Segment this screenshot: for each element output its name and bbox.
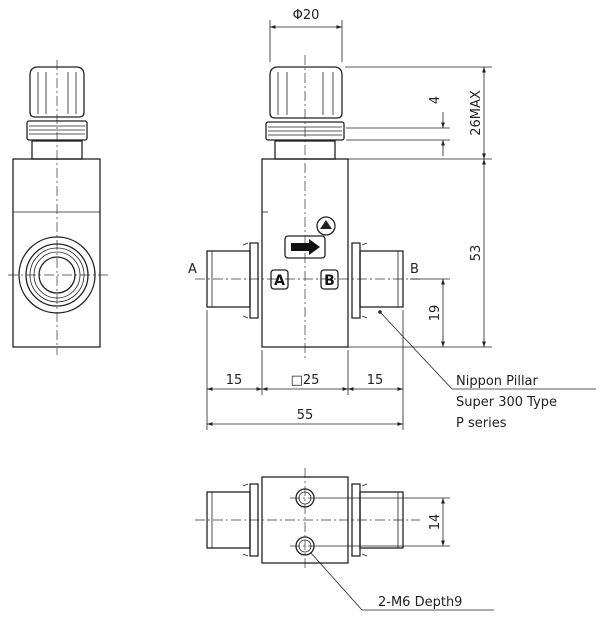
port-b-label: B <box>410 262 419 277</box>
front-view-body <box>261 158 349 348</box>
right-fitting-nut <box>351 242 361 319</box>
side-view-body <box>12 158 101 348</box>
port-b-box <box>320 269 339 290</box>
front-view-knob <box>269 66 343 119</box>
side-view-port-outer <box>18 236 96 314</box>
height-19-dimension: 19 <box>428 305 443 322</box>
port-a-box-label: A <box>274 273 285 289</box>
side-view-knurled-collar <box>26 120 88 141</box>
width-15-right-dimension: 15 <box>367 373 384 388</box>
tap-leader-line <box>310 552 363 611</box>
flow-arrow-icon <box>291 239 320 255</box>
fitting-note-line1: Nippon Pillar <box>456 374 539 389</box>
side-view <box>8 60 108 355</box>
brand-logo <box>316 216 336 236</box>
port-b-box-label: B <box>324 273 335 289</box>
side-view-knob <box>29 66 85 118</box>
fitting-note: Nippon Pillar Super 300 Type P series <box>378 310 596 431</box>
left-fitting-nut <box>249 242 259 319</box>
flow-direction-box <box>284 235 326 259</box>
fitting-leader-line <box>379 311 453 390</box>
bottom-view: 14 2-M6 Depth9 <box>195 468 494 611</box>
front-view: A B A B <box>188 55 420 360</box>
diameter-dimension: Φ20 <box>293 8 320 23</box>
port-a-box <box>270 269 289 290</box>
tap-note: 2-M6 Depth9 <box>378 595 462 610</box>
fitting-note-line2: Super 300 Type <box>456 395 557 410</box>
width-15-left-dimension: 15 <box>226 373 243 388</box>
height-4-dimension: 4 <box>428 96 443 104</box>
side-view-port-bore <box>38 256 76 294</box>
port-a-label: A <box>188 262 197 277</box>
height-53-dimension: 53 <box>469 245 484 262</box>
height-26max-dimension: 26MAX <box>469 90 484 136</box>
spacing-14-dimension: 14 <box>428 514 443 531</box>
width-55-dimension: 55 <box>297 408 314 423</box>
width-25-dimension: □25 <box>291 373 320 388</box>
fitting-note-line3: P series <box>456 416 507 431</box>
dimensions: Φ20 4 26MAX 53 19 15 □25 15 <box>206 8 492 430</box>
front-view-knurled-collar <box>265 121 345 141</box>
bottom-view-body <box>261 476 349 564</box>
